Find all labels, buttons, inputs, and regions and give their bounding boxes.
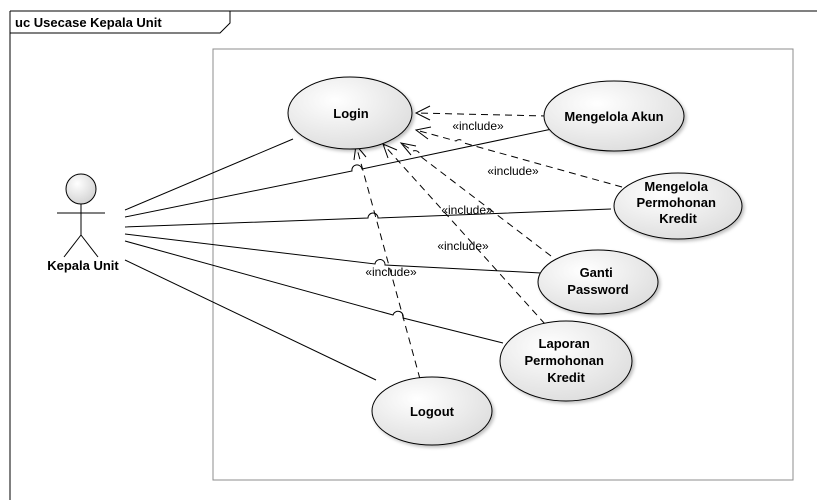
- include-permohonan-line: [415, 129, 623, 188]
- use-case-ganti-password-label: Ganti Password: [567, 265, 628, 297]
- use-case-mengelola-permohonan-label: Mengelola Permohonan Kredit: [636, 179, 719, 226]
- include-akun-line: [415, 112, 549, 117]
- include-logout-line: [355, 144, 421, 380]
- include-ganti-line: [400, 142, 552, 257]
- assoc-ganti-password: [124, 233, 542, 274]
- assoc-mengelola-akun: [124, 128, 553, 218]
- use-case-mengelola-akun-shape: [543, 80, 685, 152]
- actor-left-leg: [63, 234, 82, 258]
- use-case-login[interactable]: Login: [287, 76, 413, 150]
- use-case-ganti-password-shape: [537, 249, 659, 315]
- include-dependencies: «include» «include» «include» «include» …: [353, 105, 623, 380]
- include-akun-arrowhead: [414, 105, 431, 121]
- assoc-login: [124, 138, 294, 211]
- use-case-mengelola-akun[interactable]: Mengelola Akun: [543, 80, 685, 152]
- actor-label: Kepala Unit: [47, 258, 119, 273]
- use-case-laporan-shape: [499, 320, 633, 402]
- frame-tab: [9, 11, 231, 34]
- include-ganti-label: «include»: [437, 239, 489, 253]
- diagram-frame: uc Usecase Kepala Unit: [9, 10, 817, 500]
- actor-right-leg: [80, 234, 99, 258]
- assoc-logout: [124, 259, 377, 381]
- include-laporan-line: [382, 143, 546, 325]
- assoc-mengelola-permohonan: [124, 208, 612, 228]
- use-case-laporan-label: Laporan Permohonan Kredit: [524, 336, 607, 385]
- use-case-login-label: Login: [333, 106, 368, 121]
- use-case-login-shape: [287, 76, 413, 150]
- include-permohonan-label: «include»: [487, 164, 539, 178]
- include-laporan-label: «include»: [441, 203, 493, 217]
- include-ganti-arrowhead: [399, 142, 417, 156]
- use-case-laporan-permohonan-kredit[interactable]: Laporan Permohonan Kredit: [499, 320, 633, 402]
- use-case-mengelola-akun-label: Mengelola Akun: [564, 109, 663, 124]
- use-case-ganti-password[interactable]: Ganti Password: [537, 249, 659, 315]
- include-akun-label: «include»: [452, 119, 504, 133]
- use-case-mengelola-permohonan-shape: [613, 172, 743, 240]
- actor-kepala-unit[interactable]: Kepala Unit: [47, 173, 119, 273]
- include-permohonan-arrowhead: [414, 126, 432, 140]
- use-case-mengelola-permohonan-kredit[interactable]: Mengelola Permohonan Kredit: [613, 172, 743, 240]
- use-case-logout-shape: [371, 376, 493, 446]
- associations: [124, 128, 612, 381]
- frame-title: uc Usecase Kepala Unit: [15, 15, 162, 30]
- actor-head: [65, 173, 97, 205]
- use-case-logout[interactable]: Logout: [371, 376, 493, 446]
- include-logout-label: «include»: [365, 265, 417, 279]
- use-case-logout-label: Logout: [410, 404, 455, 419]
